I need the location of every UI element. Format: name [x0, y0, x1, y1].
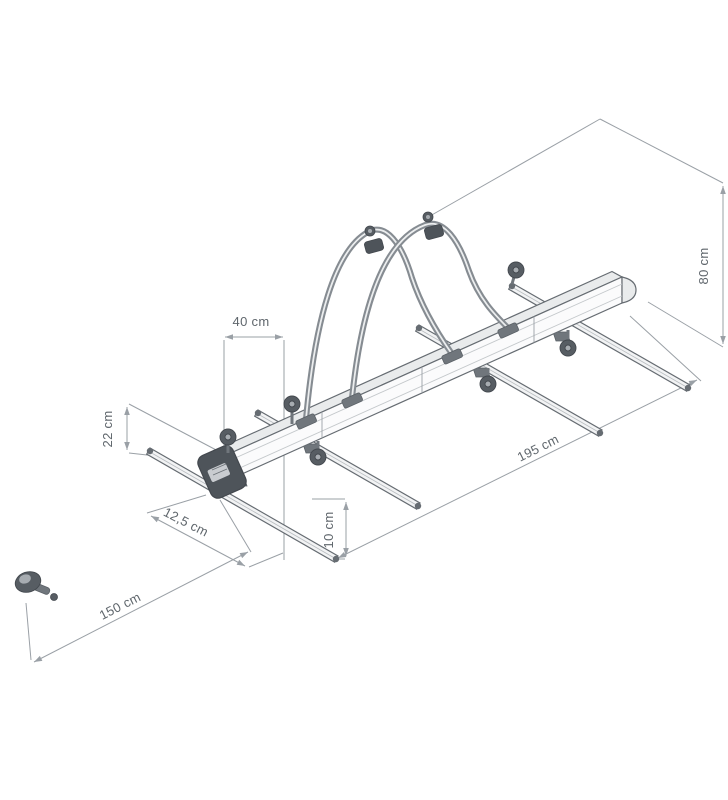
mount-rail-4-end-foot	[684, 384, 692, 392]
bar-right-end-cap	[621, 276, 637, 304]
dimension-40cm: 40 cm	[223, 314, 285, 560]
mount-rail-3-end-foot	[415, 324, 423, 332]
knob-center	[224, 433, 232, 441]
main-rail-bar	[197, 270, 637, 499]
mounting-rails	[145, 282, 692, 564]
dimension-line	[337, 379, 698, 559]
knob-center	[512, 266, 520, 274]
dim-label-195cm: 195 cm	[515, 431, 561, 464]
hoop-rear-highlight	[351, 222, 509, 399]
dimension-line	[150, 515, 246, 567]
dim-label-22cm: 22 cm	[100, 411, 115, 448]
mount-rail-2-end-foot	[414, 502, 422, 510]
extension-line-top	[128, 403, 221, 453]
extension-line-left	[146, 494, 207, 514]
frame-clamp-body	[364, 238, 384, 254]
mount-rail-1-groove	[148, 450, 337, 560]
frame-clamp-knob-center	[426, 215, 430, 219]
rail-clamp-brackets	[229, 331, 571, 487]
end-cap-label-line	[211, 463, 227, 471]
dimension-150cm: 150 cm	[25, 499, 252, 663]
hoop-front-highlight	[305, 228, 453, 420]
knob-stem	[510, 276, 516, 285]
spare-clamp-part	[14, 571, 58, 601]
end-cap-label-line	[212, 468, 228, 476]
hoop-foot-plate	[341, 392, 363, 409]
knob-center	[564, 344, 572, 352]
dim-label-80cm: 80 cm	[696, 248, 711, 285]
bike-hoops	[295, 220, 519, 430]
dimension-12-5cm: 12,5 cm	[146, 494, 284, 568]
carrier-structure	[14, 211, 692, 601]
projection-line	[429, 118, 601, 217]
bar-top-face	[210, 270, 624, 458]
extension-line-right	[248, 552, 284, 568]
dim-label-40cm: 40 cm	[233, 314, 270, 329]
dimension-line	[33, 551, 249, 663]
frame-clamp-body	[424, 224, 444, 240]
mount-rail-4-groove	[510, 285, 689, 389]
dimension-10cm: 10 cm	[312, 498, 349, 560]
frame-clamp-knob-center	[368, 229, 372, 233]
hoop-foot-plate	[441, 348, 463, 365]
extension-line-bottom	[647, 301, 724, 348]
clamp-knobs	[219, 261, 577, 466]
mount-rail-2-end-foot	[254, 409, 262, 417]
spare-part-knob-center	[19, 574, 31, 584]
frame-clamps	[364, 211, 444, 254]
dimension-22cm: 22 cm	[100, 403, 221, 457]
hoop-foot-plate	[295, 413, 317, 430]
mount-rail-1-end-foot	[332, 555, 340, 563]
knob-center	[288, 400, 296, 408]
spare-part-bolt	[50, 593, 58, 601]
knob-center	[484, 380, 492, 388]
hoop-foot-plate	[497, 322, 519, 339]
mount-rail-3-end-foot	[596, 429, 604, 437]
mount-rail-4-end-foot	[508, 282, 516, 290]
extension-line-right	[629, 315, 702, 382]
extension-line-top	[599, 118, 724, 184]
extension-line-left	[25, 602, 32, 661]
mount-rail-1-end-foot	[146, 447, 154, 455]
dim-label-10cm: 10 cm	[321, 512, 336, 549]
dimension-80cm: 80 cm	[429, 118, 726, 348]
knob-center	[314, 453, 322, 461]
